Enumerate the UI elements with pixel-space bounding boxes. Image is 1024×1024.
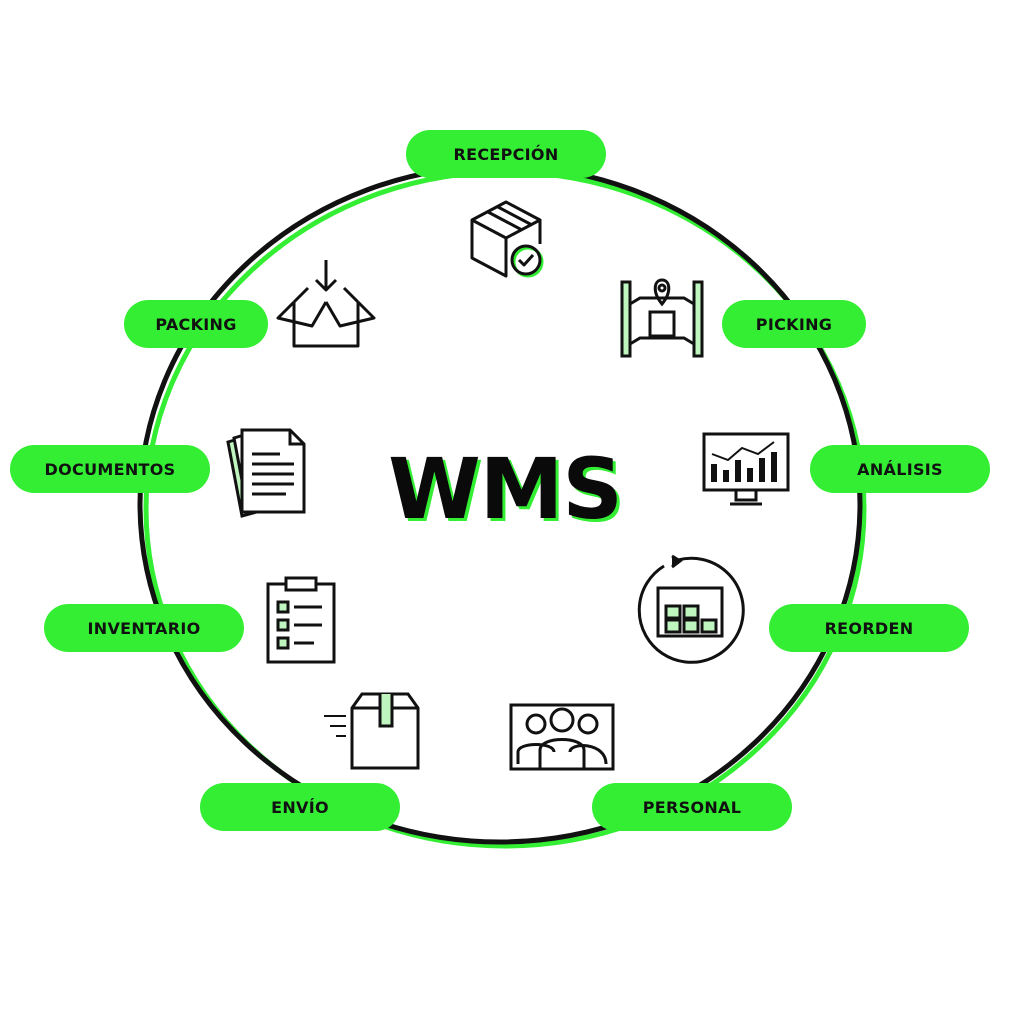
documents-icon bbox=[226, 428, 306, 518]
fast-box-icon bbox=[324, 692, 420, 770]
monitor-chart-icon bbox=[702, 432, 790, 506]
node-documentos: DOCUMENTOS bbox=[10, 445, 210, 493]
people-icon bbox=[509, 703, 615, 771]
box-check-icon bbox=[470, 200, 544, 278]
node-reorden: REORDEN bbox=[769, 604, 969, 652]
node-picking: PICKING bbox=[722, 300, 866, 348]
shelf-location-icon bbox=[620, 278, 704, 358]
warehouse-cycle-icon bbox=[637, 554, 745, 664]
node-envio: ENVÍO bbox=[200, 783, 400, 831]
diagram-title: WMS bbox=[388, 440, 623, 538]
clipboard-check-icon bbox=[266, 576, 336, 664]
node-recepcion: RECEPCIÓN bbox=[406, 130, 606, 178]
node-inventario: INVENTARIO bbox=[44, 604, 244, 652]
node-analisis: ANÁLISIS bbox=[810, 445, 990, 493]
node-personal: PERSONAL bbox=[592, 783, 792, 831]
node-packing: PACKING bbox=[124, 300, 268, 348]
open-box-icon bbox=[276, 260, 376, 348]
